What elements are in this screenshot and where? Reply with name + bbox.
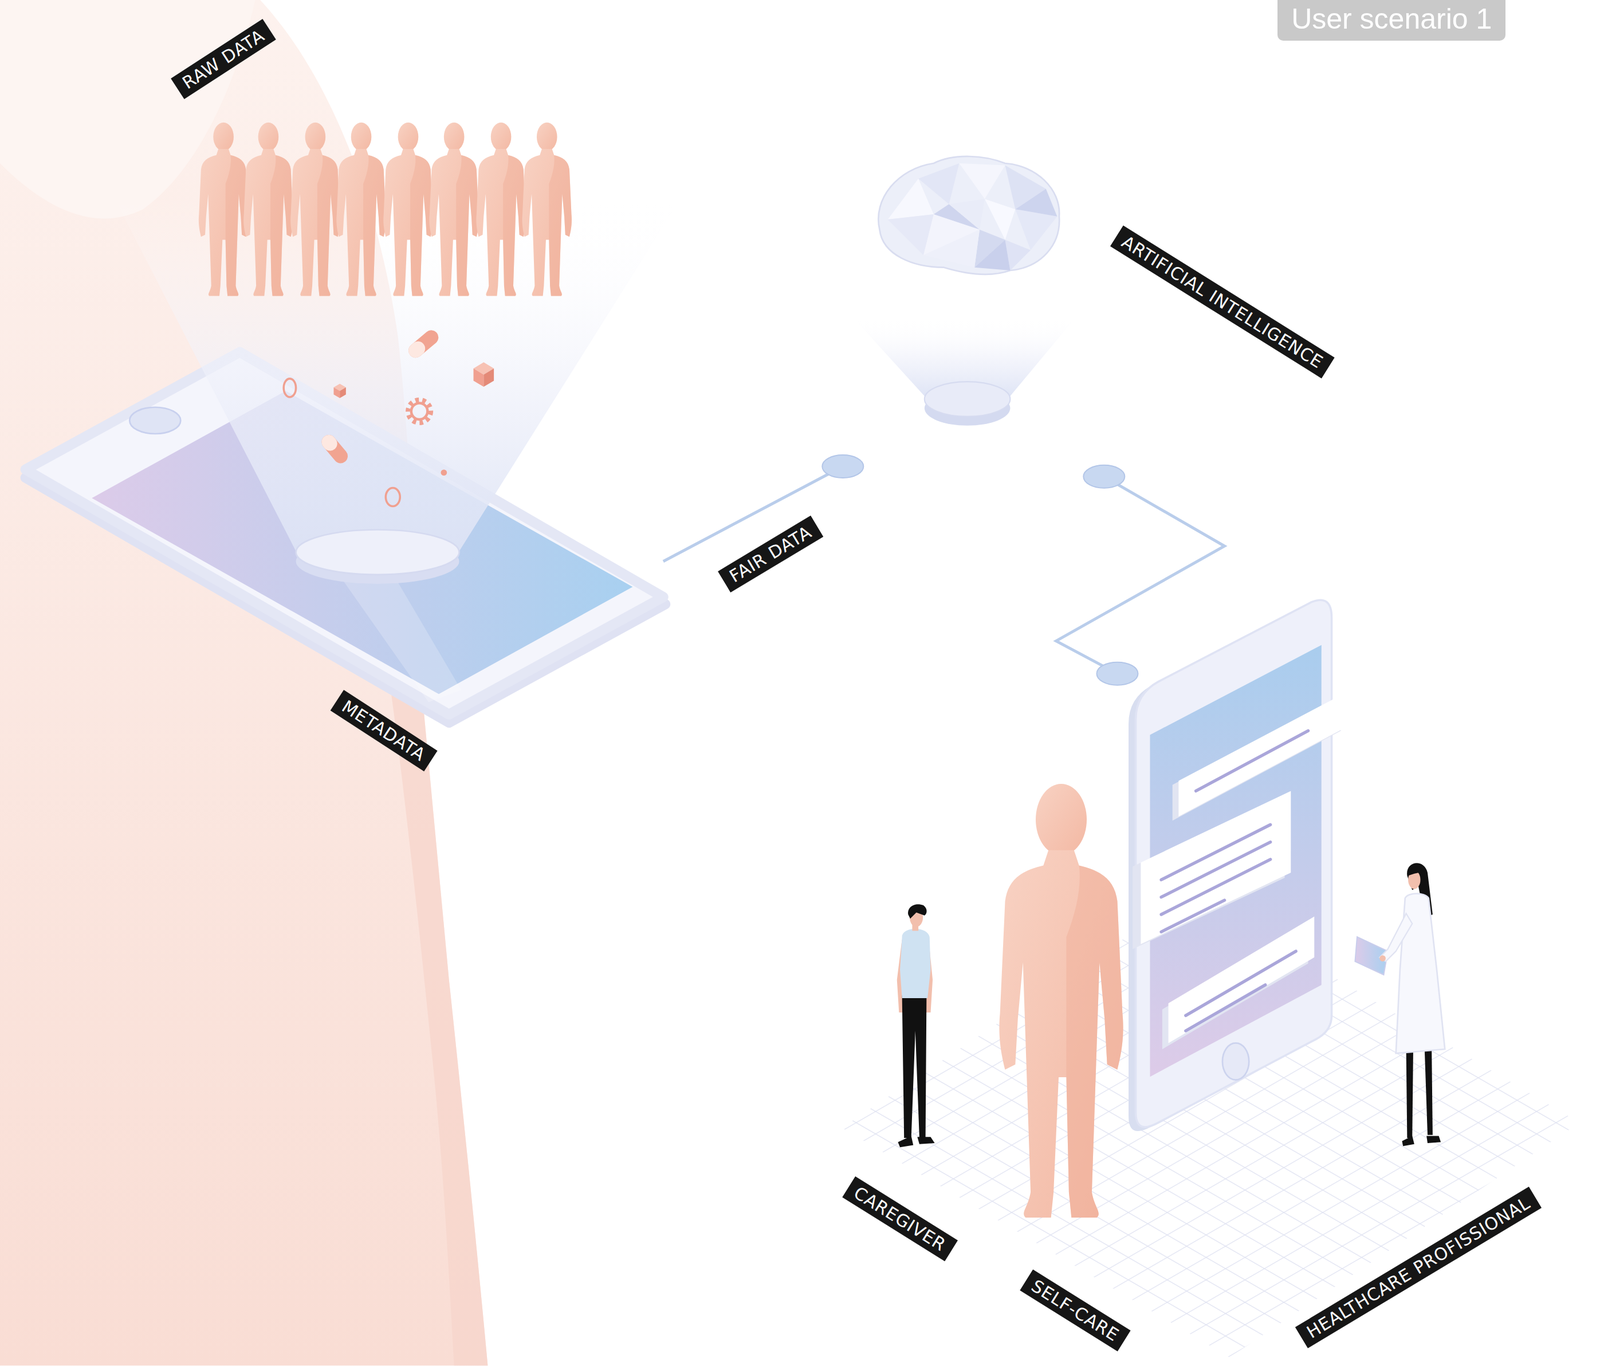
illustration-part [405, 327, 442, 361]
illustration-part [1178, 692, 1347, 817]
illustration-part [1161, 899, 1225, 932]
person-figure [198, 122, 249, 297]
illustration-part [1396, 893, 1446, 1053]
funnel-base [296, 529, 460, 575]
edge-group [663, 466, 1225, 674]
illustration-part [1140, 790, 1291, 944]
caregiver-figure [897, 903, 935, 1147]
data-particles [283, 327, 494, 506]
brain-facet [918, 163, 959, 204]
person-figure [290, 122, 340, 297]
role-tag: CAREGIVER [842, 1176, 958, 1261]
illustration-part [898, 1135, 914, 1148]
illustration-part [917, 1136, 935, 1144]
illustration-part [1161, 824, 1271, 880]
ai-engine: ARTIFICIAL INTELLIGENCE [842, 152, 1123, 477]
cube [473, 362, 495, 387]
illustration-part [1161, 842, 1271, 898]
ring [283, 378, 296, 397]
illustration-part [1406, 1046, 1414, 1138]
brain-facet [1015, 189, 1057, 217]
illustration-part [333, 387, 340, 399]
illustration-part [1401, 1135, 1414, 1147]
illustration-part [907, 903, 927, 919]
projector-top [924, 381, 1011, 417]
healthcare-figure [1355, 862, 1446, 1146]
brain-facet [923, 229, 980, 268]
ai-brain [851, 156, 1077, 426]
illustration-part [1168, 916, 1315, 1044]
brain-facet [1015, 209, 1057, 250]
illustration-part [1408, 867, 1424, 876]
illustration-part [1196, 730, 1309, 791]
message-card [1132, 790, 1291, 949]
care-platform: CAREGIVER SELF-CARE HEALTHCARE PROFISSIONA… [836, 673, 1580, 1363]
capsule [405, 327, 442, 361]
connector-knob [1096, 662, 1138, 686]
knob-group [822, 454, 1138, 686]
scenario-title: User scenario 1 [1277, 0, 1506, 41]
illustration-part [899, 928, 931, 998]
illustration-part [1379, 954, 1386, 962]
ai-tag: ARTIFICIAL INTELLIGENCE [1110, 225, 1335, 379]
person-figure [476, 122, 526, 297]
data-connector [1056, 476, 1225, 674]
connector-knob [822, 454, 864, 478]
illustration-part [318, 431, 340, 454]
phone-button [1222, 1042, 1249, 1080]
illustration-part [411, 403, 428, 420]
data-connector [663, 466, 844, 562]
message-card [1172, 692, 1348, 821]
illustration-part [339, 387, 347, 399]
person-figure [429, 122, 479, 297]
brain-facet [974, 240, 1010, 271]
illustration-part [1355, 936, 1389, 975]
data-platform: METADATA [25, 367, 664, 715]
phone-body [1135, 599, 1332, 1127]
illustration-part [902, 995, 927, 1138]
capsule [318, 431, 351, 467]
phone [1128, 599, 1347, 1131]
dot [441, 469, 448, 476]
ring [385, 487, 400, 506]
edge-tag: FAIR DATA [717, 515, 824, 593]
cube [333, 383, 346, 399]
illustration-part [1426, 1135, 1441, 1143]
illustration-part [408, 399, 431, 423]
people-row [198, 122, 572, 297]
role-tag: HEALTHCARE PROFISSIONAL [1295, 1186, 1542, 1348]
illustration-part [1424, 1046, 1433, 1135]
illustration-part [473, 368, 485, 387]
brain-outline [878, 156, 1060, 275]
person-figure [243, 122, 293, 297]
person-figure [383, 122, 433, 297]
message-card [1162, 916, 1315, 1050]
illustration-part [483, 368, 494, 387]
tablet-button [129, 407, 181, 434]
illustration-part [1185, 984, 1266, 1031]
brain-facet [958, 163, 1005, 199]
illustration-part [1379, 913, 1413, 962]
self-care-person [999, 783, 1123, 1218]
gear [408, 399, 431, 423]
background-arm [385, 653, 488, 1366]
person-figure [336, 122, 386, 297]
illustration-part [405, 338, 428, 361]
illustration-part [1185, 950, 1296, 1016]
connector-knob [1083, 465, 1125, 489]
illustration-part [318, 431, 351, 467]
person-figure [522, 122, 572, 297]
role-tag: SELF-CARE [1020, 1269, 1131, 1352]
